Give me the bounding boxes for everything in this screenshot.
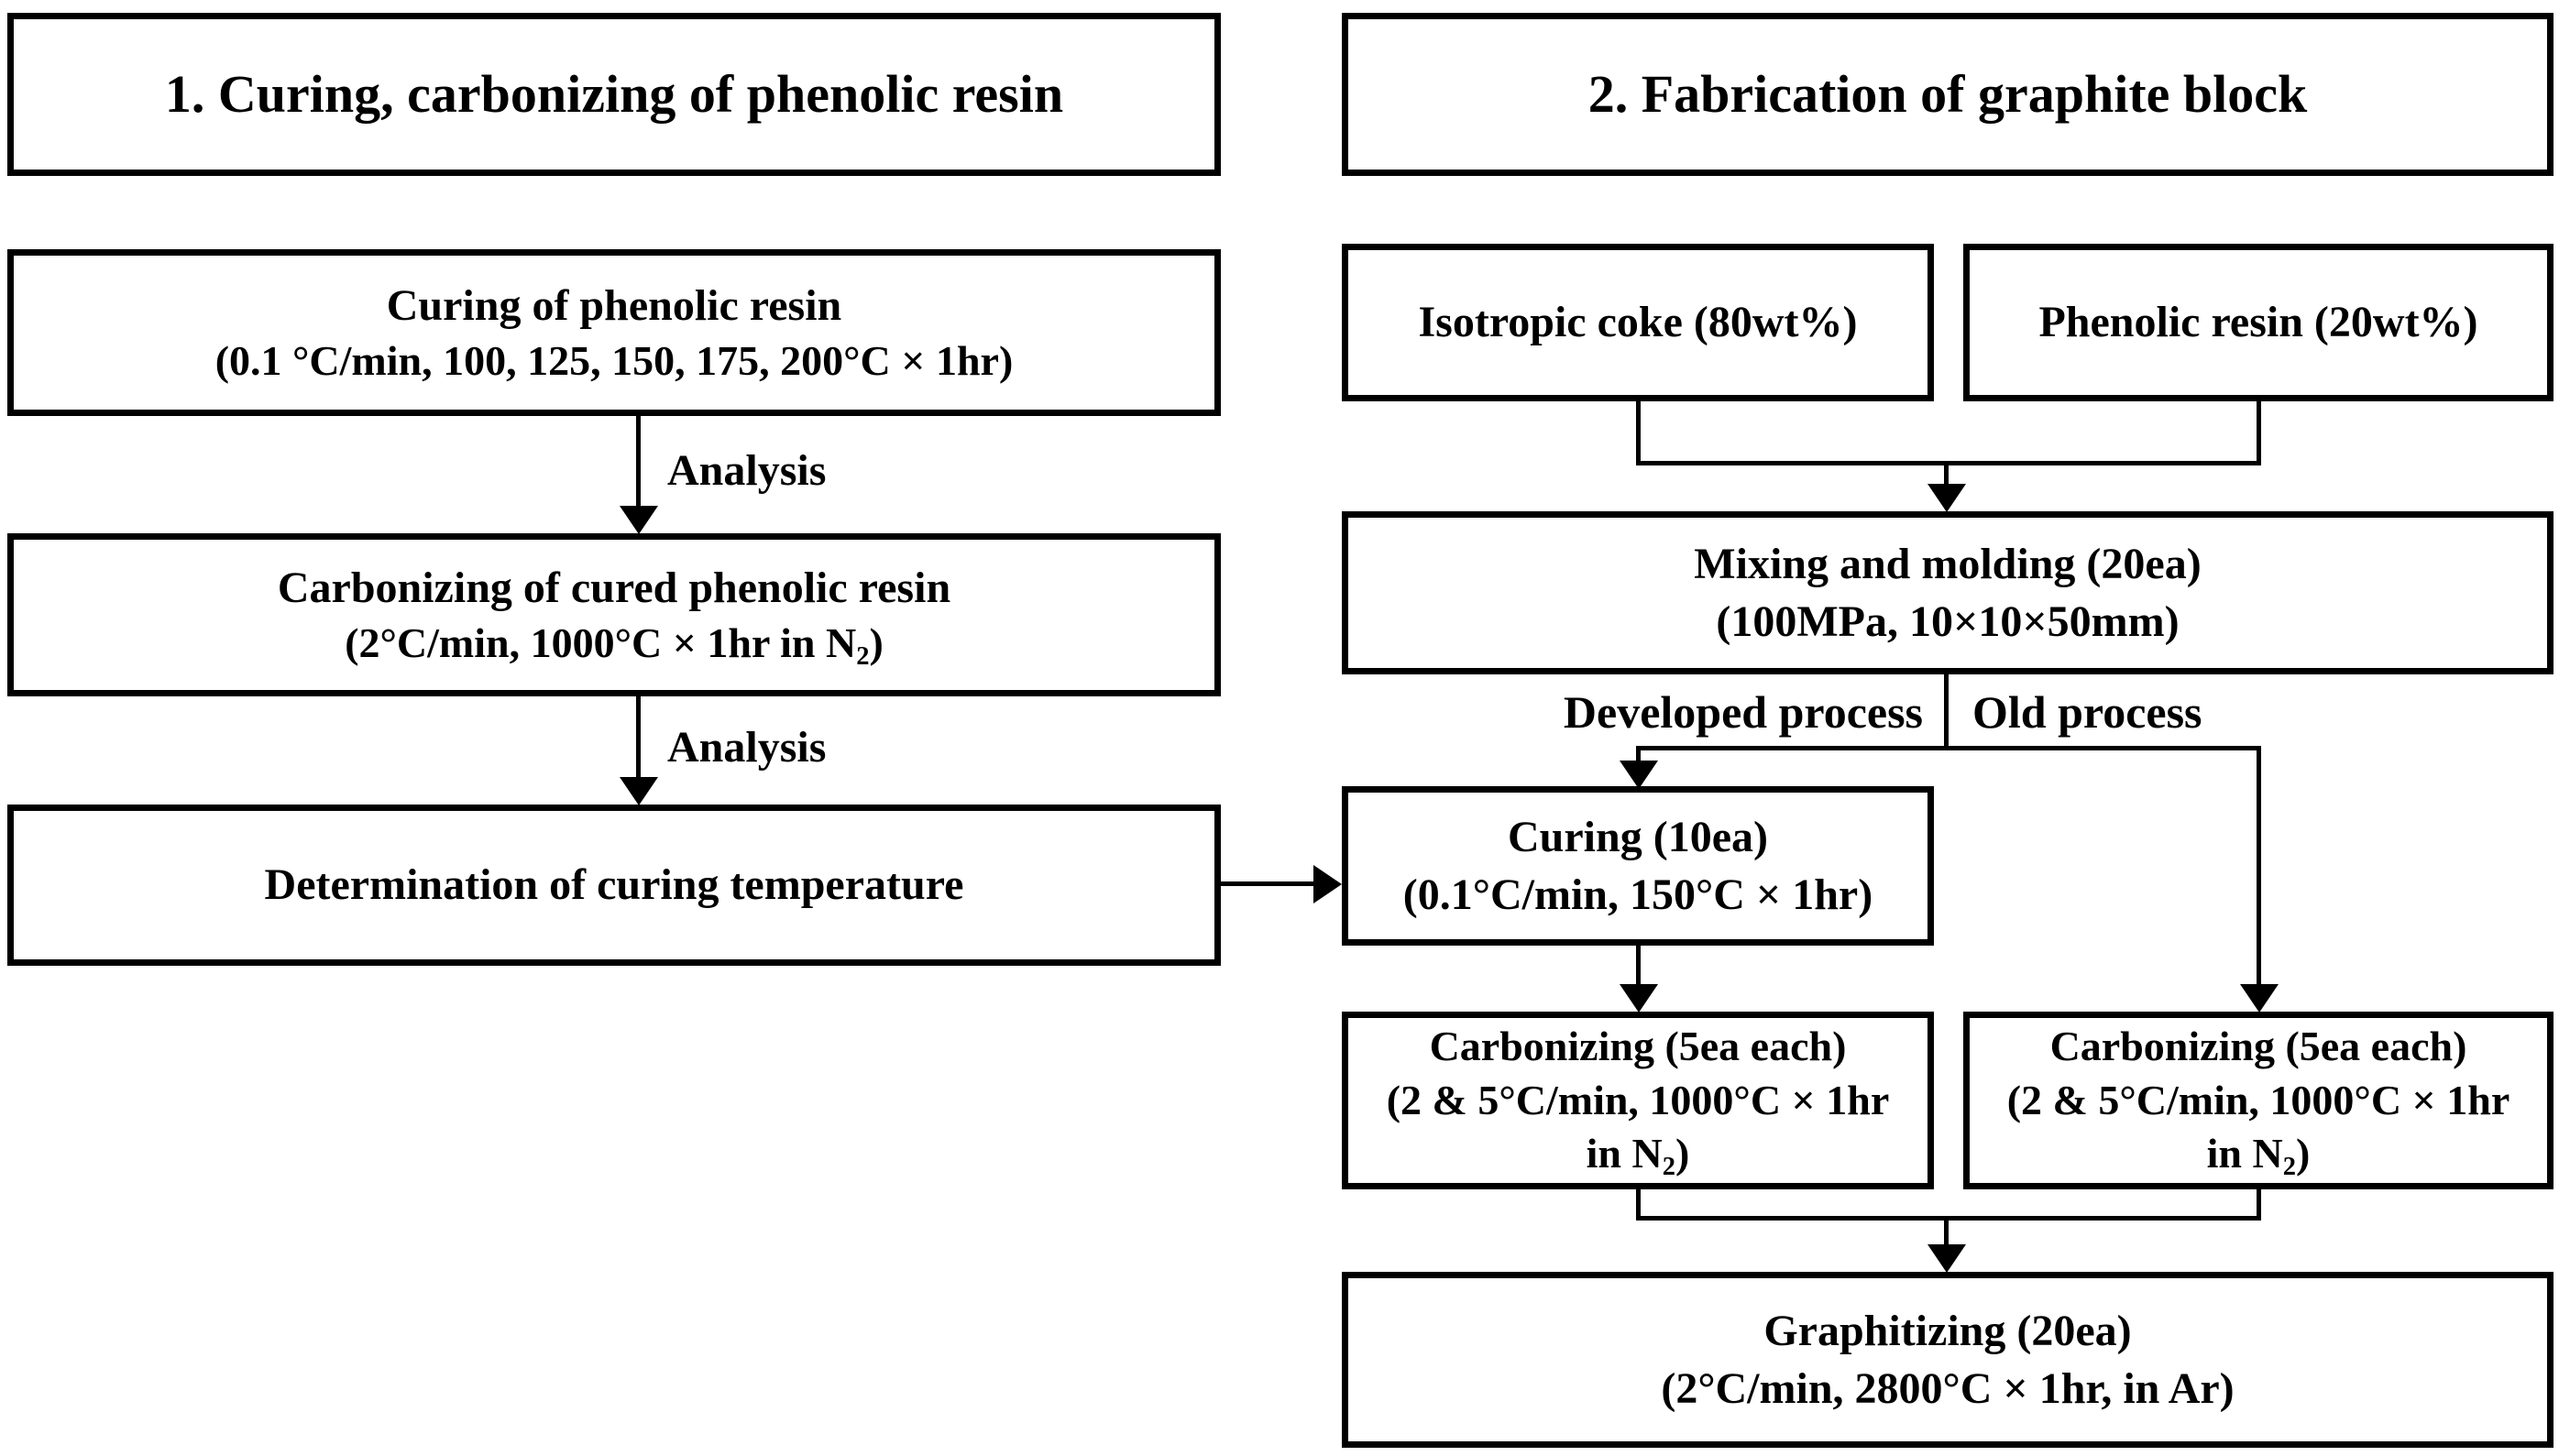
box-line: Determination of curing temperature [264,860,964,910]
arrow-down-icon [1927,1244,1966,1273]
arrow-down-icon [1620,984,1658,1013]
box-line: Phenolic resin (20wt%) [2038,298,2478,347]
arrow-right-icon [1313,865,1342,903]
section1-title: 1. Curing, carbonizing of phenolic resin [164,64,1064,125]
box-line: Carbonizing (5ea each) [2049,1022,2467,1069]
box-line: Carbonizing (5ea each) [1429,1022,1847,1069]
box-line: Graphitizing (20ea) [1763,1306,2132,1355]
box-line: (2°C/min, 1000°C × 1hr in N2) [345,617,884,671]
graphitizing-box: Graphitizing (20ea) (2°C/min, 2800°C × 1… [1342,1272,2554,1448]
connector-line [2257,401,2261,465]
section1-title-box: 1. Curing, carbonizing of phenolic resin [7,13,1221,176]
connector-line [2257,1189,2261,1221]
box-line: in N2) [2207,1127,2311,1181]
arrow-down-icon [2240,984,2279,1013]
box-line-text: (2°C/min, 1000°C × 1hr in N [345,619,857,667]
curing-phenolic-resin-box: Curing of phenolic resin (0.1 °C/min, 10… [7,249,1221,416]
developed-process-label: Developed process [1563,686,1923,738]
box-line-text: in N [1586,1130,1663,1177]
connector-line [1944,1221,1949,1246]
arrow-down-icon [1620,761,1658,789]
box-line: (100MPa, 10×10×50mm) [1716,597,2180,646]
box-line: Curing (10ea) [1508,812,1768,861]
carbonizing-old-box: Carbonizing (5ea each) (2 & 5°C/min, 100… [1963,1012,2554,1189]
phenolic-resin-box: Phenolic resin (20wt%) [1963,244,2554,401]
connector-line [1636,401,1641,465]
analysis-label-1: Analysis [667,446,827,495]
connector-line [1944,674,1949,750]
connector-line [1636,461,2261,465]
determination-box: Determination of curing temperature [7,805,1221,966]
analysis-label-2: Analysis [667,723,827,772]
carbonizing-developed-box: Carbonizing (5ea each) (2 & 5°C/min, 100… [1342,1012,1934,1189]
box-line: Isotropic coke (80wt%) [1418,298,1858,347]
subscript-text: 2 [1662,1153,1676,1182]
box-line: Curing of phenolic resin [386,280,842,330]
isotropic-coke-box: Isotropic coke (80wt%) [1342,244,1934,401]
connector-line [1636,1189,1641,1221]
arrow-down-icon [620,506,658,534]
connector-line [1636,946,1641,986]
subscript-text: 2 [2282,1153,2297,1182]
box-line: (0.1°C/min, 150°C × 1hr) [1402,870,1873,919]
connector-line [1636,746,2261,750]
box-line-text: in N [2206,1130,2283,1177]
connector-line [636,696,641,779]
box-line-text: ) [2296,1130,2311,1177]
box-line: Carbonizing of cured phenolic resin [277,563,951,612]
carbonizing-cured-resin-box: Carbonizing of cured phenolic resin (2°C… [7,533,1221,696]
curing-10ea-box: Curing (10ea) (0.1°C/min, 150°C × 1hr) [1342,786,1934,946]
connector-line [2257,750,2261,986]
connector-line [1221,881,1316,886]
arrow-down-icon [1927,484,1966,512]
section2-title: 2. Fabrication of graphite block [1587,64,2308,125]
connector-line [636,416,641,508]
box-line-text: ) [869,619,884,667]
arrow-down-icon [620,777,658,805]
old-process-label: Old process [1972,686,2202,738]
mixing-molding-box: Mixing and molding (20ea) (100MPa, 10×10… [1342,511,2554,674]
box-line: (2 & 5°C/min, 1000°C × 1hr [2006,1076,2510,1123]
connector-line [1636,1216,2261,1221]
box-line: in N2) [1587,1127,1690,1181]
section2-title-box: 2. Fabrication of graphite block [1342,13,2554,176]
connector-line [1636,750,1641,763]
subscript-text: 2 [856,642,870,672]
connector-line [1944,465,1949,487]
box-line: (2°C/min, 2800°C × 1hr, in Ar) [1661,1364,2235,1413]
box-line: (2 & 5°C/min, 1000°C × 1hr [1386,1076,1890,1123]
box-line: Mixing and molding (20ea) [1694,539,2202,588]
box-line-text: ) [1675,1130,1690,1177]
box-line: (0.1 °C/min, 100, 125, 150, 175, 200°C ×… [214,337,1014,385]
